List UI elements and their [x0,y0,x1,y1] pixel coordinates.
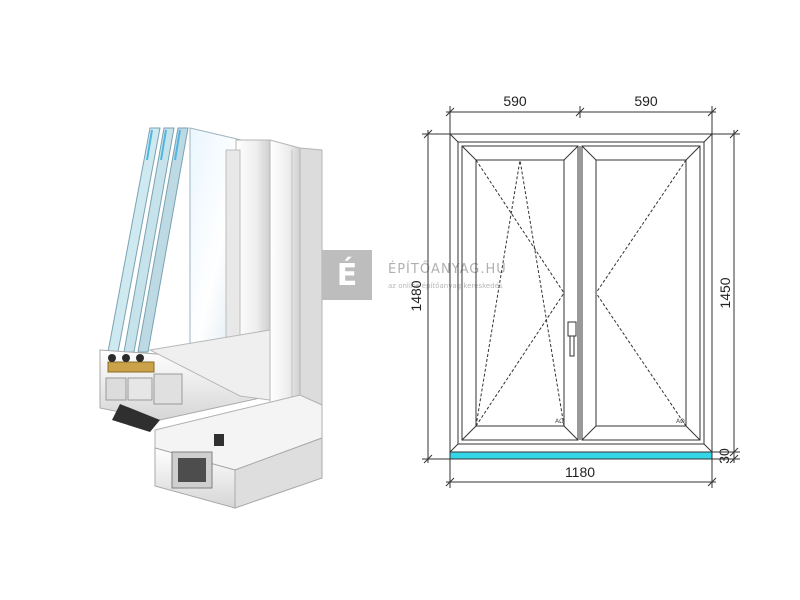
watermark-subtitle: az online építőanyag kereskedés [388,281,503,290]
left-sash-mark: AΩ [555,418,564,425]
frame-vertical-face [269,139,301,431]
sash-bottom-section [99,329,271,432]
gasket [108,354,116,362]
dimension-tick [707,477,717,487]
right-sash [581,145,701,441]
sash-mitre [581,425,597,441]
dimension-total-width: 1180 [565,464,595,480]
frame-mitre [449,133,459,143]
glass-pane-3 [137,127,189,353]
handle-lever [569,335,575,357]
handle-icon [567,321,577,337]
frame-mitre [449,443,459,453]
turn-indicator [595,159,687,294]
sash-mitre [461,145,477,161]
glass-spacer [107,361,155,373]
glass-edge-highlight [174,129,181,161]
dimension-top-left: 590 [503,93,527,109]
turn-indicator [475,292,565,427]
dimension-tick [445,107,455,117]
dimension-tick [423,454,433,464]
right-sash-mark: AΩ [676,418,685,425]
dimension-tick [729,447,739,457]
left-sash [461,145,579,441]
sash-bottom-top [148,329,271,401]
sash-mitre [461,425,477,441]
outer-frame [449,133,713,453]
right-sash-outer [581,145,701,441]
dimension-tick [575,107,585,117]
right-sash-glass-frame [595,159,687,427]
profile-cross-section [99,127,323,509]
dimension-tick [707,107,717,117]
sash-chamber [127,377,153,401]
sill-profile [449,451,713,460]
frame-seal [214,434,224,446]
sash-mitre [685,145,701,161]
dimension-frame-height: 1450 [717,277,733,308]
dimension-total-height: 1480 [408,280,424,311]
dimension-tick [729,129,739,139]
turn-indicator [595,292,687,427]
frame-vertical-side [299,147,323,439]
sash-seal [112,404,160,432]
sash-mitre [563,145,579,161]
frame-profile [269,139,323,439]
frame-bottom-side [234,437,323,509]
sash-mitre [685,425,701,441]
dimension-top-right: 590 [634,93,658,109]
watermark-logo-letter: É [337,257,358,293]
dimension-lines [422,106,740,488]
dimension-tick [445,477,455,487]
frame-mitre [703,133,713,143]
watermark-logo-box [322,250,372,300]
turn-indicator [475,159,565,294]
left-sash-glass-frame [475,159,565,427]
dimension-tick [729,454,739,464]
sash-chamber [153,373,183,405]
sash-chamber [105,377,127,401]
frame-reinforcement [178,458,206,482]
sash-mitre [581,145,597,161]
dimension-tick [423,129,433,139]
glass-edge-highlight [160,129,167,161]
watermark-title: ÉPÍTŐANYAG.HU [388,261,507,277]
inner-frame-line [457,141,705,445]
glass-edge-highlight [146,129,153,161]
gasket [122,354,130,362]
tilt-indicator [475,159,521,427]
sash-mitre [563,425,579,441]
tilt-indicator [519,159,565,427]
frame-bottom-section [154,394,323,509]
gasket [136,354,144,362]
left-sash-outer [461,145,579,441]
dimension-sill-height: 30 [716,448,732,464]
window-elevation [449,133,713,453]
sash-bead-vertical [225,149,241,361]
frame-mitre [703,443,713,453]
